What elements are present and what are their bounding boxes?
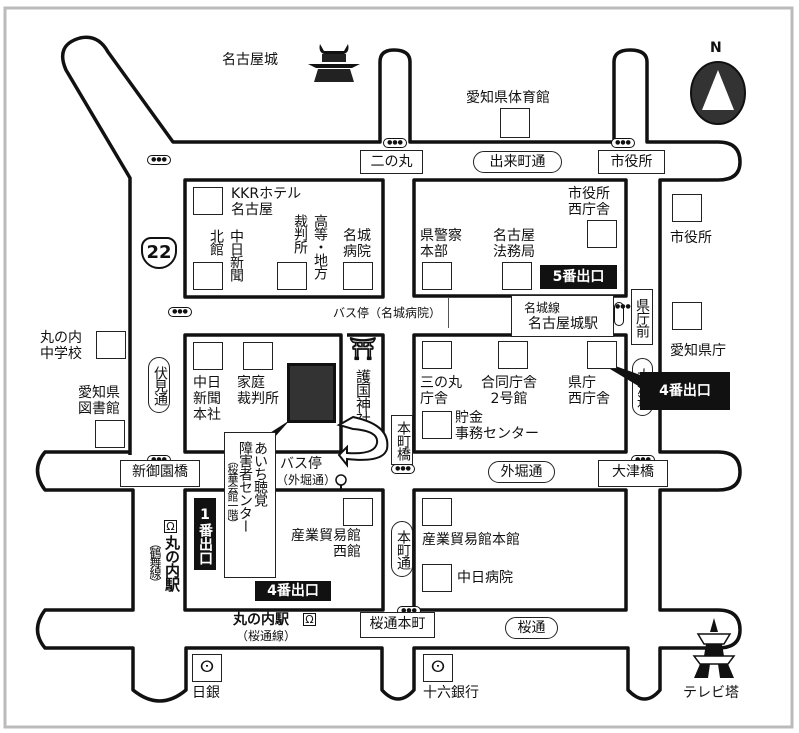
exit-1-label: 1番出口 [194, 498, 216, 570]
sakura-line-label: （桜通線） [236, 629, 297, 643]
bus-stop-meijo-label: バス停（名城病院） [333, 306, 442, 320]
castle-icon [308, 44, 360, 82]
intersection-kenchomae: 県庁前 [631, 289, 653, 345]
kkr-hotel-label: KKRホテル 名古屋 [231, 186, 302, 218]
bank-icon: ⵙ [423, 654, 453, 682]
trade-main-building [422, 498, 452, 526]
boj-label: 日銀 [192, 685, 220, 701]
subway-icon: Ω [303, 613, 316, 626]
pref-office-building [672, 302, 702, 330]
aichi-gym-label: 愛知県体育館 [466, 90, 550, 106]
intersection-ninomaru: 二の丸 [360, 150, 423, 174]
marunouchi-jhs-label: 丸の内 中学校 [40, 330, 82, 362]
meijo-hospital-building [343, 262, 373, 290]
city-west-label: 市役所 西庁舎 [568, 186, 610, 218]
sannomaru-building [422, 341, 452, 369]
route-arrow-icon [336, 415, 389, 468]
compass-icon [690, 61, 746, 125]
juroku-bank-label: 十六銀行 [423, 685, 479, 701]
city-hall-label: 市役所 [670, 230, 712, 246]
exit-4-right-label: 4番出口 [640, 372, 730, 410]
nagoya-castle-label: 名古屋城 [222, 52, 278, 68]
aichi-gym-building [500, 108, 530, 138]
intersection-otsubashi: 大津橋 [598, 460, 668, 487]
road-demachi: 出来町通 [473, 151, 562, 173]
hearing-center-label-c: （桜華会館一階） [226, 455, 239, 527]
bus-stop-sotobori-sub: （外堀通） [276, 473, 337, 487]
nagoyajo-station-label: 名古屋城駅 [528, 316, 598, 332]
nagoyajo-station-box: 名城線 名古屋城駅 [511, 295, 614, 337]
hearing-center-box: あいち聴覚 障害者センター （桜華会館一階） [224, 432, 276, 578]
subway-icon: Ω [164, 520, 177, 533]
chunichi-kitakan-label-a: 北館 [208, 229, 224, 255]
exit-4-bottom-label: 4番出口 [255, 581, 331, 601]
hearing-center-label-a: あいち聴覚 [252, 441, 268, 506]
north-label: N [710, 40, 722, 56]
divider [448, 298, 449, 328]
pref-library-label: 愛知県 図書館 [78, 385, 120, 417]
sannomaru-label: 三の丸 庁舎 [420, 375, 462, 407]
road-sotobori: 外堀通 [488, 461, 555, 483]
road-sakura: 桜通 [505, 617, 558, 639]
chunichi-hq-label: 中日 新聞 本社 [193, 375, 221, 423]
joint-office-label: 合同庁舎 2号館 [481, 375, 537, 407]
pref-office-label: 愛知県庁 [670, 343, 726, 359]
intersection-shiyakusho: 市役所 [598, 150, 665, 174]
chunichi-kitakan-label-b: 中日新聞 [228, 229, 244, 281]
chunichi-hospital-label: 中日病院 [457, 570, 513, 586]
road-honmachi: 本町通 [391, 521, 413, 577]
meijo-hospital-label: 名城 病院 [343, 228, 371, 260]
chunichi-hq-building [193, 342, 223, 370]
intersection-honmachibashi: 本町橋 [391, 415, 413, 465]
torii-icon: ⛩ [349, 337, 377, 362]
tv-tower-icon [692, 618, 736, 678]
route-22-shield: 22 [141, 237, 177, 269]
police-hq-label: 県警察 本部 [420, 228, 462, 260]
city-hall-building [672, 194, 702, 222]
bus-stop-sotobori-label: バス停 [280, 456, 322, 472]
trade-west-label: 産業貿易館 西館 [291, 528, 361, 560]
traffic-signal-icon [611, 138, 635, 148]
family-court-label: 家庭 裁判所 [237, 375, 279, 407]
bus-stop-icon [335, 474, 347, 491]
court-building [277, 262, 307, 290]
kkr-hotel-building [193, 187, 223, 215]
intersection-sakuradori-honmachi: 桜通本町 [360, 612, 435, 638]
chunichi-hospital-building [422, 564, 452, 592]
target-building [287, 363, 336, 423]
marunouchi-jhs-building [96, 331, 126, 359]
tv-tower-label: テレビ塔 [683, 685, 739, 701]
court-label-b: 高等・地方 [312, 214, 328, 279]
traffic-signal-icon [614, 302, 624, 326]
gokoku-shrine-label: 護国神社 [354, 369, 372, 425]
police-hq-building [422, 262, 452, 290]
legal-bureau-label: 名古屋 法務局 [493, 228, 535, 260]
marunouchi-tsurumai-label: 丸の内駅 [163, 535, 181, 591]
marunouchi-sakura-label: 丸の内駅 [233, 612, 289, 628]
pref-library-building [95, 420, 125, 448]
hearing-center-label-b: 障害者センター [237, 441, 253, 532]
chunichi-kitakan-building [193, 262, 223, 290]
savings-center-label: 貯金 事務センター [455, 410, 539, 442]
pref-west-label: 県庁 西庁舎 [568, 375, 610, 407]
legal-bureau-building [502, 262, 532, 290]
joint-office-building [498, 341, 528, 369]
pref-west-building [587, 341, 617, 369]
trade-west-building [343, 498, 373, 526]
savings-center-building [422, 411, 452, 439]
bank-icon: ⵙ [192, 654, 222, 682]
traffic-signal-icon [168, 307, 192, 317]
trade-main-label: 産業貿易館本館 [422, 532, 520, 548]
intersection-shinmisonobashi: 新御園橋 [120, 460, 200, 487]
traffic-signal-icon [383, 138, 407, 148]
tsurumai-line-label: （鶴舞線） [148, 537, 162, 587]
traffic-signal-icon [147, 155, 171, 165]
road-fushimi: 伏見通 [148, 357, 170, 413]
city-west-building [587, 220, 617, 248]
court-label-a: 裁判所 [292, 214, 308, 253]
family-court-building [243, 342, 273, 370]
exit-5-label: 5番出口 [540, 265, 617, 289]
meijo-line-label: 名城線 [524, 301, 561, 315]
